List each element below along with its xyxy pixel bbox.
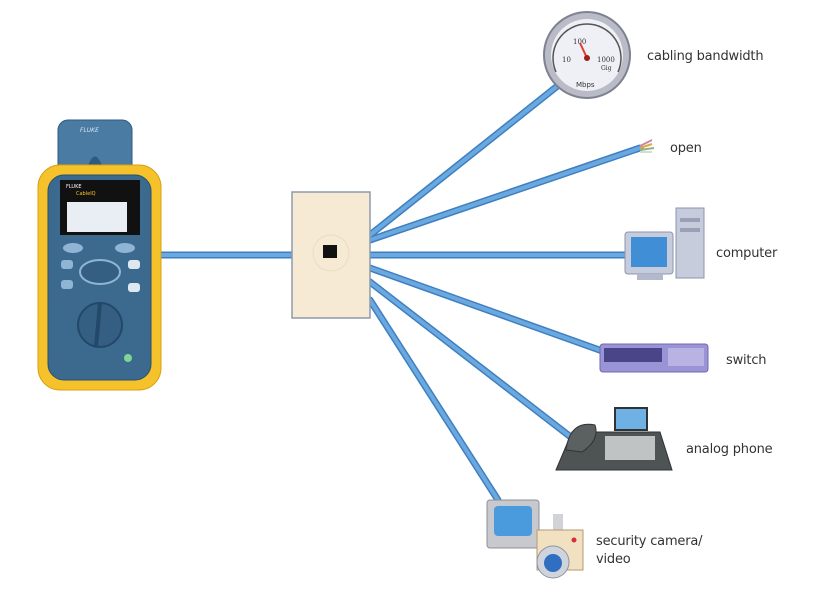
gauge-tick-gig: Gig (601, 65, 612, 72)
label-cabling-bandwidth: cabling bandwidth (647, 49, 764, 64)
gauge-hub (584, 55, 590, 61)
label-security-camera: security camera/ (596, 534, 703, 549)
tester-button-1 (61, 260, 73, 269)
gauge-tick-10: 10 (562, 56, 571, 64)
switch-icon (599, 343, 709, 373)
gauge-tick-1000: 1000 (597, 56, 615, 64)
gauge-arc (552, 23, 622, 73)
cables (156, 76, 644, 504)
tester-led (124, 354, 132, 362)
tester-button-4 (128, 283, 140, 292)
open-cable-end (639, 139, 655, 153)
security-camera-icon (486, 499, 584, 579)
tester-brand-label: FLUKE (80, 127, 99, 134)
switch-ports (604, 348, 662, 362)
label-video: video (596, 552, 631, 567)
phone-display (614, 407, 648, 431)
tester-button-3 (128, 260, 140, 269)
phone-keypad (605, 436, 655, 460)
label-analog-phone: analog phone (686, 442, 773, 457)
wall-jack (291, 191, 371, 319)
tester-fluke-label: FLUKE (66, 184, 82, 190)
tester-screen (67, 202, 127, 232)
phone-handset (565, 423, 597, 453)
computer-screen (631, 237, 667, 267)
bandwidth-gauge: 100 10 1000 Gig Mbps (543, 11, 631, 99)
camera-lens (544, 554, 562, 572)
tester-model-label: CableIQ (76, 191, 96, 197)
tester-button-2 (61, 280, 73, 289)
tester-dpad (79, 259, 121, 285)
video-monitor-screen (494, 506, 532, 536)
gauge-tick-100: 100 (573, 38, 586, 46)
jack-ring (312, 234, 350, 272)
cable-tester-device: FLUKE FLUKE CableIQ (37, 119, 162, 391)
label-computer: computer (716, 246, 778, 261)
gauge-unit: Mbps (576, 81, 595, 89)
tester-knob-pointer (94, 302, 102, 348)
analog-phone-icon (555, 407, 673, 471)
label-open: open (670, 141, 702, 156)
computer-stand (637, 274, 663, 280)
label-switch: switch (726, 353, 767, 368)
tester-softkey-left (63, 243, 83, 253)
tester-softkey-right (115, 243, 135, 253)
computer-icon (624, 207, 705, 280)
rj45-port (323, 245, 337, 258)
